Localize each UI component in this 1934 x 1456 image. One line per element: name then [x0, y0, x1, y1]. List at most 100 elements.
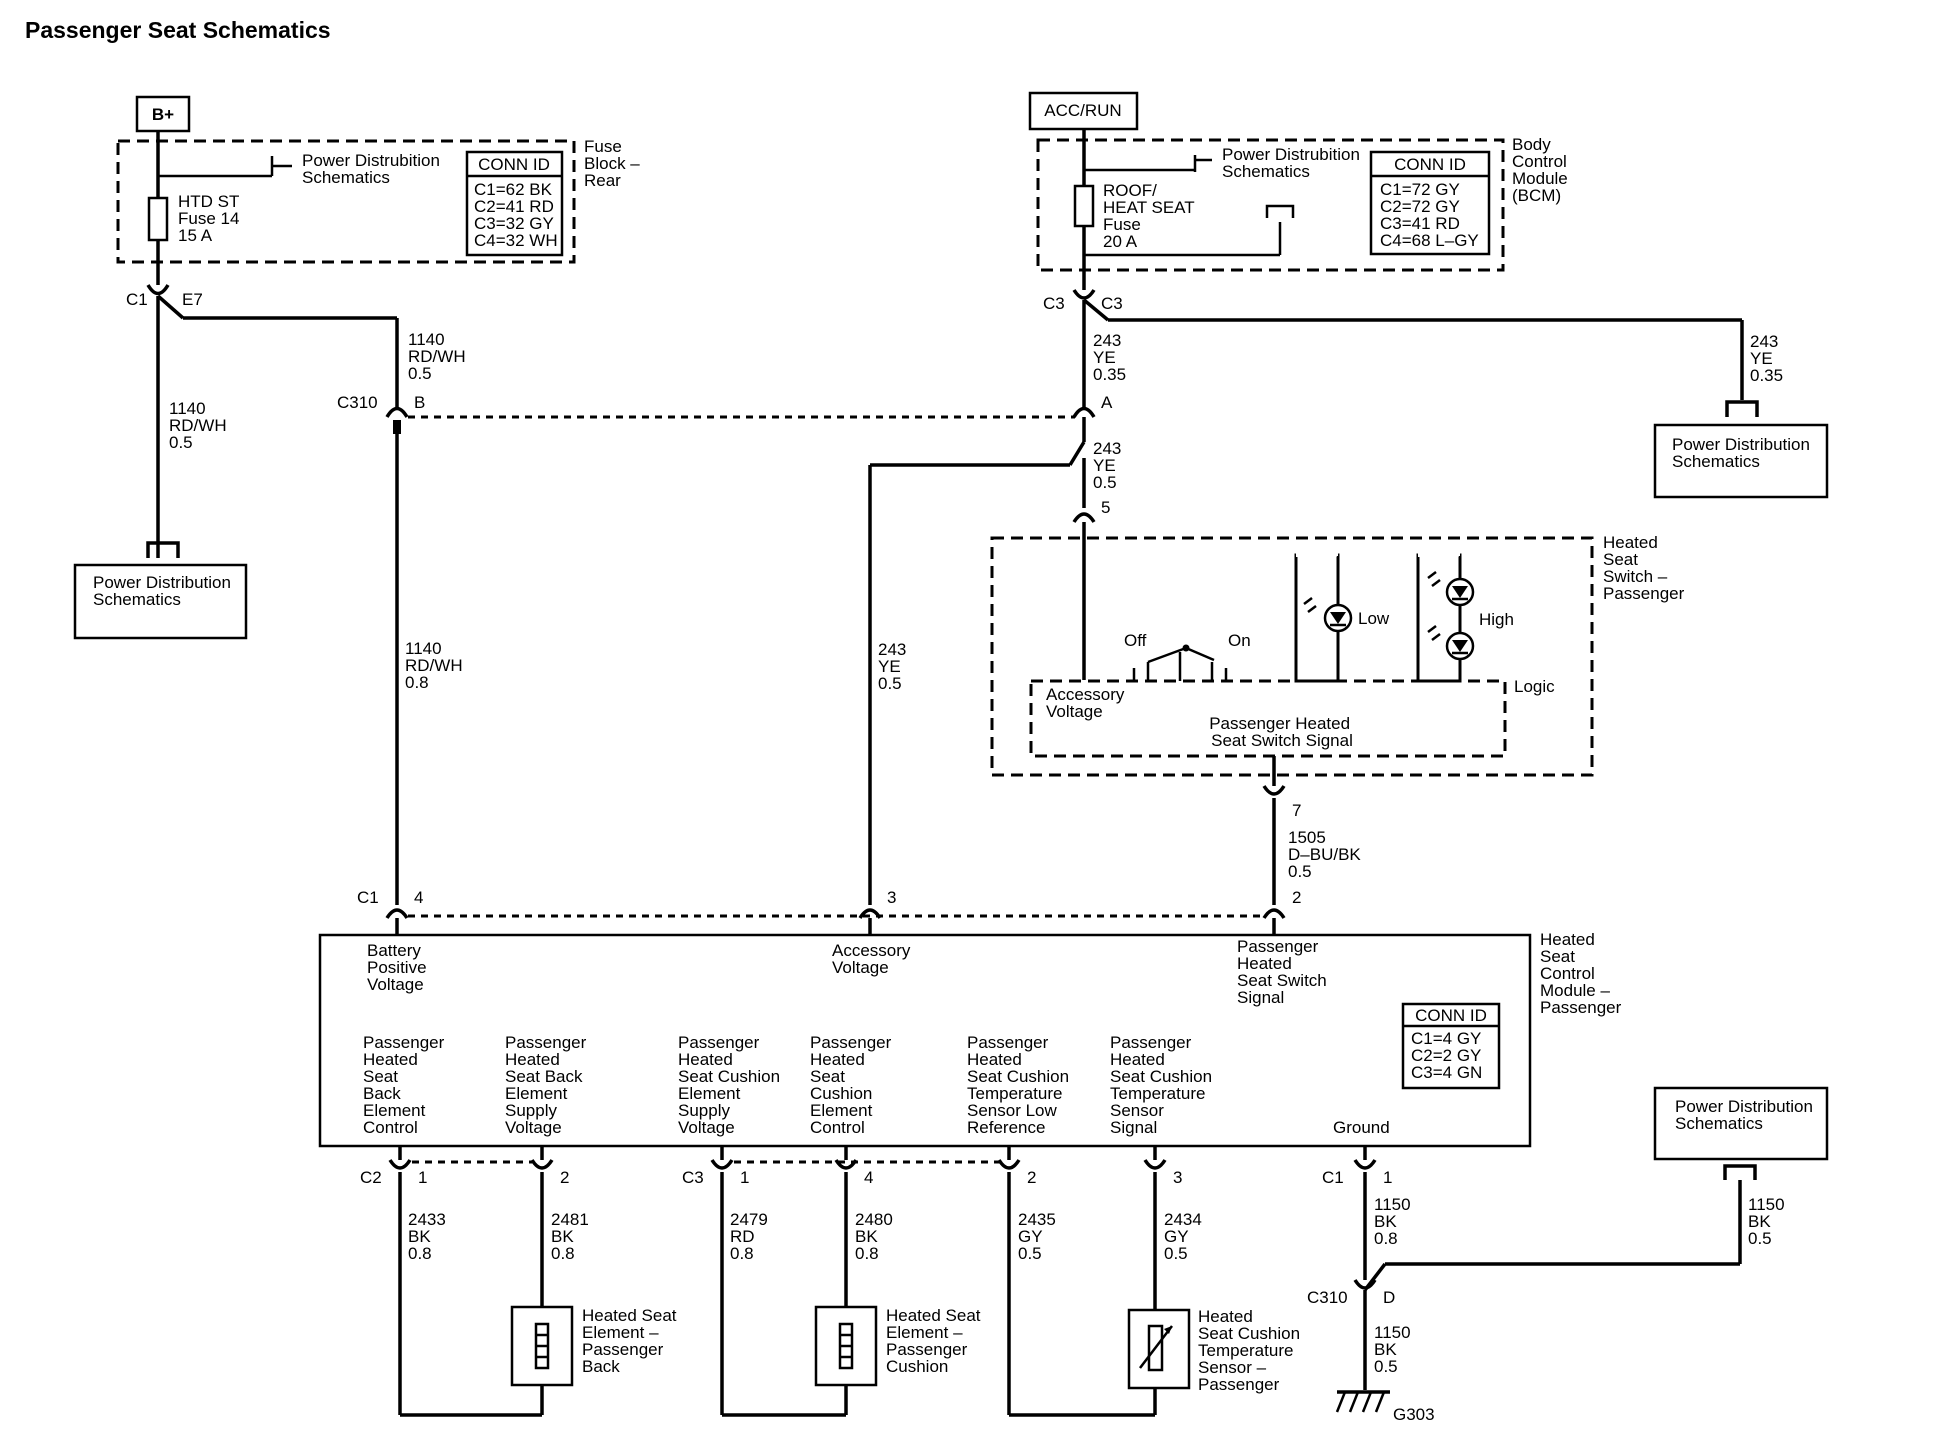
module-conn-id-table — [1401, 1002, 1501, 1090]
fuse-block-outline — [116, 139, 576, 264]
bcm-c3-right-label: C3 — [1101, 294, 1123, 313]
heated-seat-control-module — [318, 933, 1532, 1148]
wire-2434-label: 2434 GY 0.5 — [1164, 1210, 1207, 1263]
acc-run-source-box — [1028, 91, 1139, 131]
pds-box-upper-right-label: Power Distribution Schematics — [1672, 435, 1815, 471]
wire-2435-label: 2435 GY 0.5 — [1018, 1210, 1061, 1263]
module-c2-label: C2 — [360, 1168, 382, 1187]
low-label: Low — [1358, 609, 1390, 628]
c3-pin-4: 4 — [864, 1168, 873, 1187]
module-pin-3: 3 — [887, 888, 896, 907]
bcm-c3-left-label: C3 — [1043, 294, 1065, 313]
wire-243-b-label: 243 YE 0.5 — [1093, 439, 1126, 492]
module-conn-rows: C1=4 GY C2=2 GY C3=4 GN — [1411, 1029, 1486, 1082]
battery-positive-voltage-label: Battery Positive Voltage — [367, 941, 431, 994]
c2-pin-2: 2 — [560, 1168, 569, 1187]
page-title: Passenger Seat Schematics — [25, 17, 331, 43]
logic-label: Logic — [1514, 677, 1555, 696]
pds-box-left — [73, 563, 248, 640]
wire-243-right-label: 243 YE 0.35 — [1750, 332, 1783, 385]
wire-1150-a-label: 1150 BK 0.8 — [1374, 1195, 1415, 1248]
pds-box-lower-right — [1653, 1086, 1829, 1161]
accessory-voltage-switch-label: Accessory Voltage — [1046, 685, 1129, 721]
heated-seat-control-module-label: Heated Seat Control Module – Passenger — [1540, 930, 1622, 1017]
pds-box-lower-right-label: Power Distribution Schematics — [1675, 1097, 1818, 1133]
temperature-sensor-label: Heated Seat Cushion Temperature Sensor –… — [1198, 1307, 1305, 1394]
roof-heat-seat-fuse-label: ROOF/ HEAT SEAT Fuse 20 A — [1103, 181, 1199, 251]
c2-pin-1: 1 — [418, 1168, 427, 1187]
wire-2433-label: 2433 BK 0.8 — [408, 1210, 451, 1263]
module-c1-top-label: C1 — [357, 888, 379, 907]
heated-seat-back-element-label: Heated Seat Element – Passenger Back — [582, 1306, 681, 1376]
high-label: High — [1479, 610, 1514, 629]
bcm-pds-ref: Power Distrubition Schematics — [1222, 145, 1365, 181]
htd-st-fuse-label: HTD ST Fuse 14 15 A — [178, 192, 244, 245]
wire-2481-label: 2481 BK 0.8 — [551, 1210, 594, 1263]
c310-pin-b: B — [414, 393, 425, 412]
wire-1140-mid-label: 1140 RD/WH 0.8 — [405, 639, 467, 692]
switch-pin-5: 5 — [1101, 498, 1110, 517]
bcm-conn-id-table — [1369, 150, 1491, 256]
fuse-block-conn-rows: C1=62 BK C2=41 RD C3=32 GY C4=32 WH — [474, 180, 559, 250]
switch-logic-outline — [1029, 679, 1507, 758]
bcm-label: Body Control Module (BCM) — [1512, 135, 1573, 205]
pds-box-left-label: Power Distribution Schematics — [93, 573, 236, 609]
switch-signal-label: Passenger Heated Seat Switch Signal — [1209, 714, 1355, 750]
c310-label-bottom: C310 — [1307, 1288, 1348, 1307]
htd-st-fuse — [147, 196, 169, 242]
temperature-sensor — [1127, 1308, 1191, 1390]
temp-sensor-low-ref-label: Passenger Heated Seat Cushion Temperatur… — [967, 1033, 1074, 1137]
high-indicator-box — [1416, 553, 1462, 683]
c3-pin-2: 2 — [1027, 1168, 1036, 1187]
c310-pin-a: A — [1101, 393, 1113, 412]
back-element-supply-label: Passenger Heated Seat Back Element Suppl… — [505, 1033, 591, 1137]
wire-1140-left-label: 1140 RD/WH 0.5 — [169, 399, 231, 452]
off-on-switch-blade — [1147, 646, 1187, 664]
c310-pin-d: D — [1383, 1288, 1395, 1307]
conn-id-header: CONN ID — [1394, 155, 1466, 174]
on-label: On — [1228, 631, 1251, 650]
fuse-block-pds-ref: Power Distrubition Schematics — [302, 151, 445, 187]
roof-heat-seat-fuse — [1073, 184, 1095, 228]
temp-sensor-signal-label: Passenger Heated Seat Cushion Temperatur… — [1110, 1033, 1217, 1137]
c310-label-left: C310 — [337, 393, 378, 412]
switch-signal-module-label: Passenger Heated Seat Switch Signal — [1237, 937, 1332, 1007]
switch-pin-7: 7 — [1292, 801, 1301, 820]
pds-box-upper-right — [1653, 423, 1829, 499]
heated-seat-switch-label: Heated Seat Switch – Passenger — [1603, 533, 1685, 603]
cushion-element-supply-label: Passenger Heated Seat Cushion Element Su… — [678, 1033, 785, 1137]
fuse-block-e7-label: E7 — [182, 290, 203, 309]
acc-run-source-label: ACC/RUN — [1044, 101, 1121, 120]
wire-1150-right-label: 1150 BK 0.5 — [1748, 1195, 1789, 1248]
conn-id-header: CONN ID — [478, 155, 550, 174]
battery-source-label: B+ — [152, 105, 174, 124]
wire-1505-label: 1505 D–BU/BK 0.5 — [1288, 828, 1365, 881]
wire-1150-b-label: 1150 BK 0.5 — [1374, 1323, 1415, 1376]
module-c1-bottom-label: C1 — [1322, 1168, 1344, 1187]
module-pin-4: 4 — [414, 888, 423, 907]
wire-243-c-label: 243 YE 0.5 — [878, 640, 911, 693]
battery-source-box — [135, 95, 191, 133]
ground-label: Ground — [1333, 1118, 1390, 1137]
c3-pin-1: 1 — [740, 1168, 749, 1187]
wire-2479-label: 2479 RD 0.8 — [730, 1210, 773, 1263]
wire-243-a-label: 243 YE 0.35 — [1093, 331, 1126, 384]
bcm-outline — [1036, 138, 1505, 272]
ground-id-label: G303 — [1393, 1405, 1435, 1424]
off-label: Off — [1124, 631, 1147, 650]
fuse-block-c1-label: C1 — [126, 290, 148, 309]
module-pin-2: 2 — [1292, 888, 1301, 907]
accessory-voltage-module-label: Accessory Voltage — [832, 941, 915, 977]
fuse-block-conn-id-table — [465, 150, 564, 257]
wire-1140-upper-label: 1140 RD/WH 0.5 — [408, 330, 470, 383]
conn-id-header: CONN ID — [1415, 1006, 1487, 1025]
cushion-element-control-label: Passenger Heated Seat Cushion Element Co… — [810, 1033, 896, 1137]
fuse-block-label: Fuse Block – Rear — [584, 137, 644, 190]
c1-pin-1: 1 — [1383, 1168, 1392, 1187]
heated-seat-cushion-element-label: Heated Seat Element – Passenger Cushion — [886, 1306, 985, 1376]
bcm-conn-rows: C1=72 GY C2=72 GY C3=41 RD C4=68 L–GY — [1380, 180, 1479, 250]
c3-pin-3: 3 — [1173, 1168, 1182, 1187]
wire-2480-label: 2480 BK 0.8 — [855, 1210, 898, 1263]
back-element-control-label: Passenger Heated Seat Back Element Contr… — [363, 1033, 449, 1137]
